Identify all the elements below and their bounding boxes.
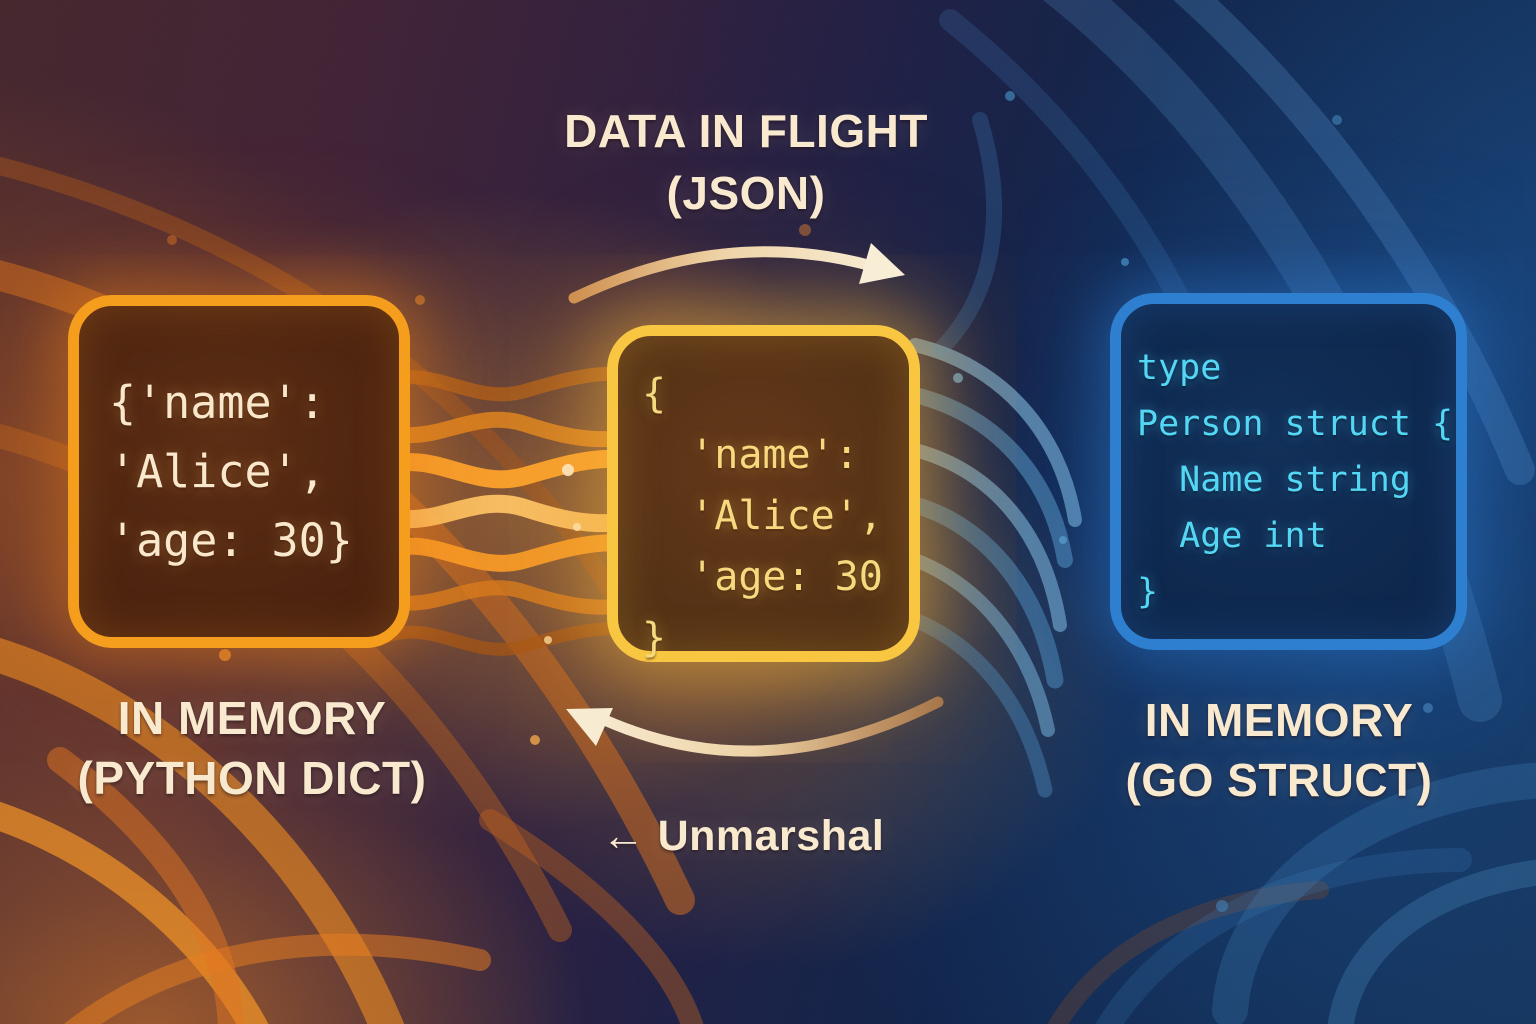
code-line: Age int	[1137, 516, 1327, 556]
code-line: 'age: 30}	[109, 514, 353, 567]
go-struct-code: type Person struct { Name string Age int…	[1121, 304, 1456, 620]
caption-line-2: (GO STRUCT)	[1125, 754, 1433, 806]
json-code: { 'name': 'Alice', 'age: 30 }	[618, 336, 909, 669]
python-dict-code: {'name': 'Alice', 'age: 30}	[79, 306, 399, 575]
go-caption: IN MEMORY (GO STRUCT)	[1059, 690, 1499, 810]
code-line: 'age: 30	[642, 554, 883, 600]
code-line: }	[642, 615, 667, 661]
title-line-1: DATA IN FLIGHT	[564, 105, 928, 157]
code-line: }	[1137, 572, 1159, 612]
caption-line-1: IN MEMORY	[117, 692, 387, 744]
code-line: Person struct {	[1137, 404, 1454, 444]
python-caption: IN MEMORY (PYTHON DICT)	[32, 688, 472, 808]
code-line: {	[642, 371, 667, 417]
python-dict-box: {'name': 'Alice', 'age: 30}	[68, 295, 410, 648]
marshal-arrow-icon	[568, 243, 905, 304]
code-line: Name string	[1137, 460, 1411, 500]
code-line: type	[1137, 348, 1222, 388]
caption-line-1: IN MEMORY	[1144, 694, 1414, 746]
json-box: { 'name': 'Alice', 'age: 30 }	[607, 325, 920, 662]
code-line: 'Alice',	[642, 493, 883, 539]
code-line: 'name':	[642, 432, 859, 478]
go-struct-box: type Person struct { Name string Age int…	[1110, 293, 1467, 650]
data-in-flight-title: DATA IN FLIGHT (JSON)	[496, 100, 996, 224]
unmarshal-label: ← Unmarshal	[601, 812, 885, 860]
unmarshal-arrow-icon	[566, 696, 944, 757]
code-line: 'Alice',	[109, 445, 326, 498]
title-line-2: (JSON)	[666, 167, 826, 219]
caption-line-2: (PYTHON DICT)	[77, 752, 427, 804]
code-line: {'name':	[109, 376, 326, 429]
